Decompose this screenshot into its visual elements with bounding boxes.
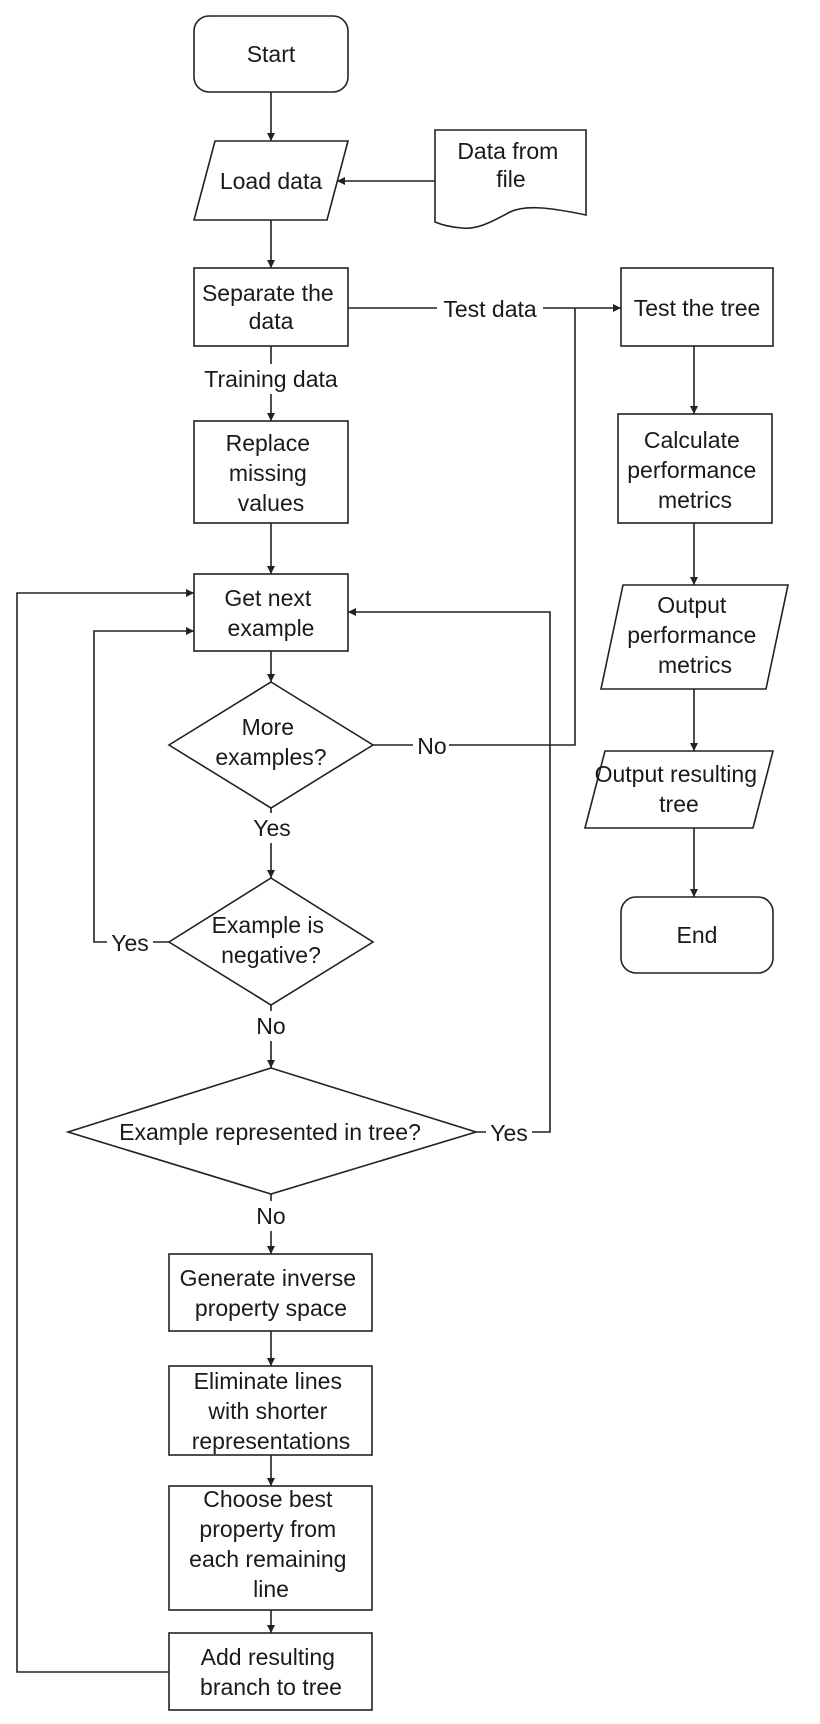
- separate-data-process: Separate the data: [193, 267, 349, 347]
- calc-metrics-process: Calculate performance metrics: [617, 413, 773, 524]
- edge-label-represented-no: No: [252, 1201, 290, 1231]
- generate-inverse-label: Generate inverse property space: [180, 1265, 363, 1321]
- get-next-example-process: Get next example: [193, 573, 349, 652]
- eliminate-lines-label: Eliminate lines with shorter representat…: [192, 1368, 351, 1454]
- start-terminal: Start: [193, 15, 349, 93]
- add-branch-label: Add resulting branch to tree: [200, 1644, 342, 1700]
- generate-inverse-process: Generate inverse property space: [168, 1253, 373, 1332]
- data-from-file-document: Data from file: [434, 129, 587, 230]
- edge-add-loop-to-getnext: [16, 589, 194, 1673]
- output-metrics-output: Output performance metrics: [600, 584, 789, 690]
- data-from-file-label: Data from file: [457, 138, 564, 192]
- more-examples-decision: More examples?: [167, 681, 375, 809]
- end-label: End: [677, 922, 718, 948]
- output-tree-output: Output resulting tree: [583, 750, 775, 829]
- add-branch-process: Add resulting branch to tree: [168, 1632, 373, 1711]
- replace-missing-label: Replace missing values: [226, 430, 317, 516]
- output-tree-label: Output resulting tree: [595, 761, 764, 817]
- separate-data-label: Separate the data: [202, 280, 340, 334]
- edge-label-more-no: No: [413, 731, 449, 761]
- edge-label-more-yes: Yes: [249, 813, 295, 843]
- edge-label-test-data: Test data: [437, 293, 543, 323]
- more-examples-label: More examples?: [215, 714, 326, 770]
- edge-negative-yes-to-getnext: [93, 627, 194, 943]
- start-label: Start: [247, 41, 296, 67]
- svg-text:No: No: [256, 1203, 285, 1229]
- eliminate-lines-process: Eliminate lines with shorter representat…: [168, 1365, 373, 1456]
- example-represented-decision: Example represented in tree?: [65, 1067, 479, 1195]
- get-next-example-label: Get next example: [224, 585, 317, 641]
- edge-label-negative-no: No: [252, 1011, 290, 1041]
- svg-text:Yes: Yes: [111, 930, 149, 956]
- output-metrics-label: Output performance metrics: [627, 592, 763, 678]
- svg-text:No: No: [256, 1013, 285, 1039]
- svg-text:Yes: Yes: [490, 1120, 528, 1146]
- choose-best-label: Choose best property from each remaining…: [189, 1486, 353, 1602]
- load-data-input: Load data: [192, 140, 350, 221]
- test-tree-label: Test the tree: [634, 295, 761, 321]
- svg-text:No: No: [417, 733, 446, 759]
- calc-metrics-label: Calculate performance metrics: [627, 427, 763, 513]
- svg-text:Training data: Training data: [204, 366, 338, 392]
- replace-missing-process: Replace missing values: [193, 420, 349, 524]
- load-data-label: Load data: [220, 168, 323, 194]
- test-tree-process: Test the tree: [620, 267, 774, 347]
- edge-more-no-to-test: [373, 308, 576, 746]
- edge-label-negative-yes: Yes: [107, 928, 153, 958]
- example-negative-label: Example is negative?: [212, 912, 331, 968]
- edge-label-training-data: Training data: [198, 364, 344, 394]
- svg-text:Yes: Yes: [253, 815, 291, 841]
- svg-text:Test data: Test data: [443, 296, 537, 322]
- example-represented-label: Example represented in tree?: [119, 1119, 421, 1145]
- choose-best-process: Choose best property from each remaining…: [168, 1485, 373, 1611]
- edge-represented-yes-to-getnext: [348, 608, 551, 1133]
- example-negative-decision: Example is negative?: [167, 877, 375, 1006]
- edge-label-represented-yes: Yes: [486, 1117, 532, 1147]
- end-terminal: End: [620, 896, 774, 974]
